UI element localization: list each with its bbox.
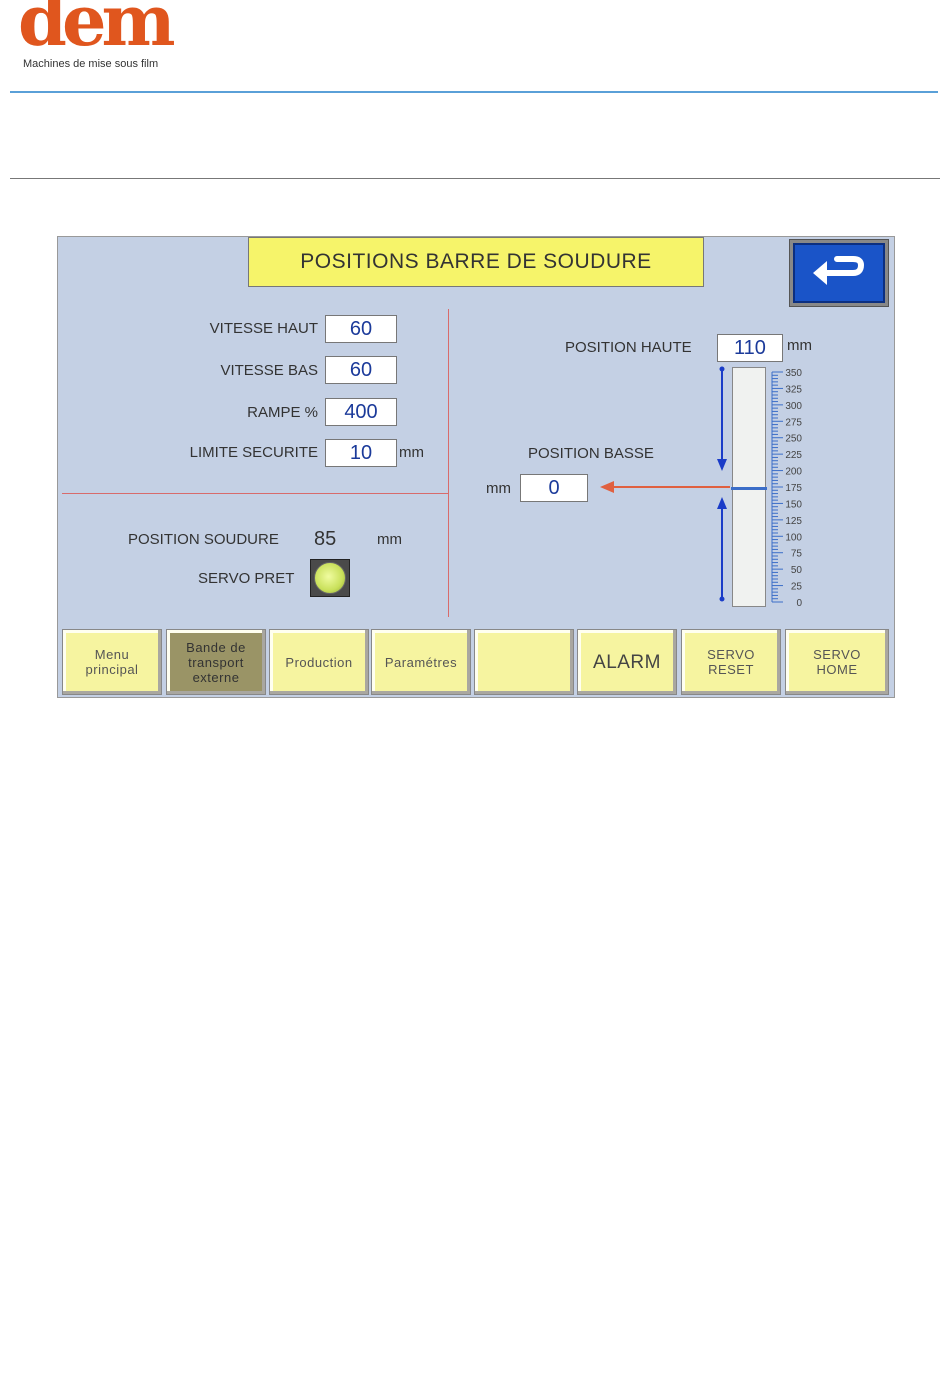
position-gauge [731, 367, 767, 607]
button-label: Bande de transport externe [186, 639, 246, 685]
production-button[interactable]: Production [269, 629, 369, 695]
return-arrow-icon [813, 256, 865, 285]
alarm-button[interactable]: ALARM [577, 629, 677, 695]
button-bar: Menu principal Bande de transport extern… [58, 627, 894, 697]
menu-principal-button[interactable]: Menu principal [62, 629, 162, 695]
scale-tick-label: 75 [791, 549, 803, 560]
servo-home-button[interactable]: SERVO HOME [785, 629, 889, 695]
position-soudure-value: 85 [314, 528, 337, 550]
logo-word: dem [18, 0, 176, 62]
scale-tick-label: 125 [785, 516, 802, 527]
button-label: SERVO HOME [813, 647, 861, 677]
vitesse-bas-label: VITESSE BAS [220, 362, 318, 379]
position-soudure-unit: mm [377, 531, 402, 548]
rampe-label: RAMPE % [247, 404, 318, 421]
button-label: Paramétres [384, 654, 458, 670]
position-soudure-label: POSITION SOUDURE [128, 531, 279, 548]
dem-logo: dem Machines de mise sous film [18, 0, 198, 75]
scale-tick-label: 100 [785, 532, 802, 543]
position-haute-unit: mm [787, 337, 812, 354]
back-button[interactable] [789, 239, 889, 307]
parametres-button[interactable]: Paramétres [371, 629, 471, 695]
header-divider-gray [10, 178, 940, 179]
position-basse-label: POSITION BASSE [528, 445, 654, 462]
hmi-screen: POSITIONS BARRE DE SOUDURE VITESSE HAUT … [57, 236, 895, 698]
scale-tick-label: 50 [791, 565, 803, 576]
gauge-marker [731, 486, 767, 490]
button-label: ALARM [593, 651, 661, 673]
position-arrows [600, 366, 730, 602]
scale-tick-label: 350 [785, 368, 802, 379]
scale-tick-label: 150 [785, 499, 802, 510]
limite-securite-field[interactable]: 10 [325, 439, 397, 467]
servo-reset-button[interactable]: SERVO RESET [681, 629, 781, 695]
scale-tick-label: 200 [785, 467, 802, 478]
position-haute-label: POSITION HAUTE [565, 339, 692, 356]
position-haute-field[interactable]: 110 [717, 334, 783, 362]
divider-horizontal [62, 493, 448, 494]
divider-vertical [448, 309, 449, 617]
status-led-icon [314, 562, 346, 594]
scale-tick-label: 300 [785, 401, 802, 412]
rampe-field[interactable]: 400 [325, 398, 397, 426]
scale-tick-label: 275 [785, 417, 802, 428]
scale-tick-label: 325 [785, 384, 802, 395]
scale-tick-label: 25 [791, 582, 803, 593]
button-label: Menu principal [85, 647, 139, 677]
limite-securite-unit: mm [399, 444, 424, 461]
empty-button[interactable] [474, 629, 574, 695]
position-basse-field[interactable]: 0 [520, 474, 588, 502]
position-basse-unit: mm [486, 480, 511, 497]
scale-tick-label: 225 [785, 450, 802, 461]
vitesse-haut-field[interactable]: 60 [325, 315, 397, 343]
vitesse-haut-label: VITESSE HAUT [209, 320, 318, 337]
screen-title: POSITIONS BARRE DE SOUDURE [248, 237, 704, 287]
scale-tick-label: 0 [796, 598, 802, 609]
servo-pret-indicator [310, 559, 350, 597]
servo-pret-label: SERVO PRET [198, 570, 295, 587]
button-label: Production [285, 654, 353, 670]
bande-transport-button[interactable]: Bande de transport externe [166, 629, 266, 695]
scale-tick-label: 175 [785, 483, 802, 494]
button-label: SERVO RESET [707, 647, 755, 677]
scale-tick-label: 250 [785, 434, 802, 445]
header-divider-blue [10, 91, 938, 93]
logo-tagline: Machines de mise sous film [23, 58, 159, 70]
vitesse-bas-field[interactable]: 60 [325, 356, 397, 384]
limite-securite-label: LIMITE SECURITE [189, 444, 318, 461]
